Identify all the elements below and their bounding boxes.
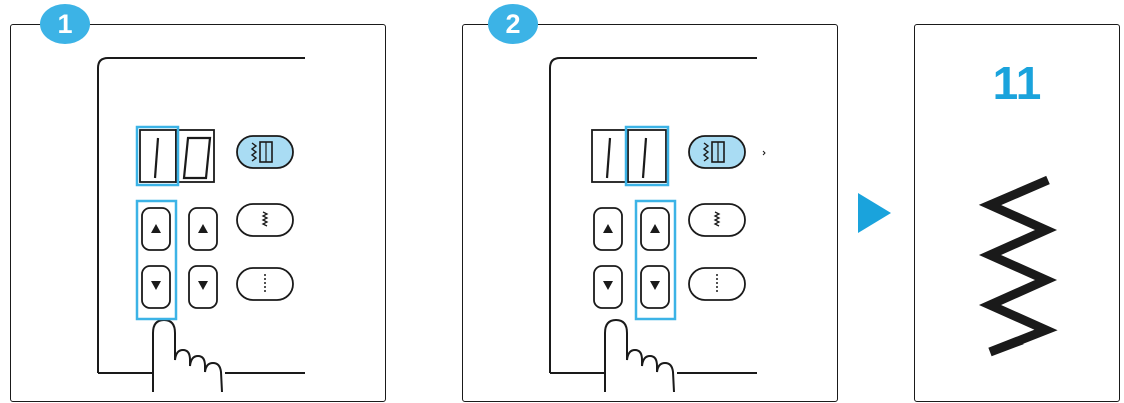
highlight-right-buttons <box>634 199 677 321</box>
highlight-right-digit <box>624 125 670 187</box>
step-2-machine-panel <box>549 57 766 393</box>
step-1-badge: 1 <box>40 4 90 44</box>
pattern-number: 11 <box>992 57 1042 109</box>
play-arrow-icon <box>858 193 891 233</box>
step-1-machine-panel <box>97 57 306 393</box>
step-2-badge: 2 <box>488 4 538 44</box>
highlight-left-buttons <box>135 199 178 321</box>
highlight-left-digit <box>135 125 180 187</box>
zigzag-stitch-icon <box>978 175 1058 357</box>
